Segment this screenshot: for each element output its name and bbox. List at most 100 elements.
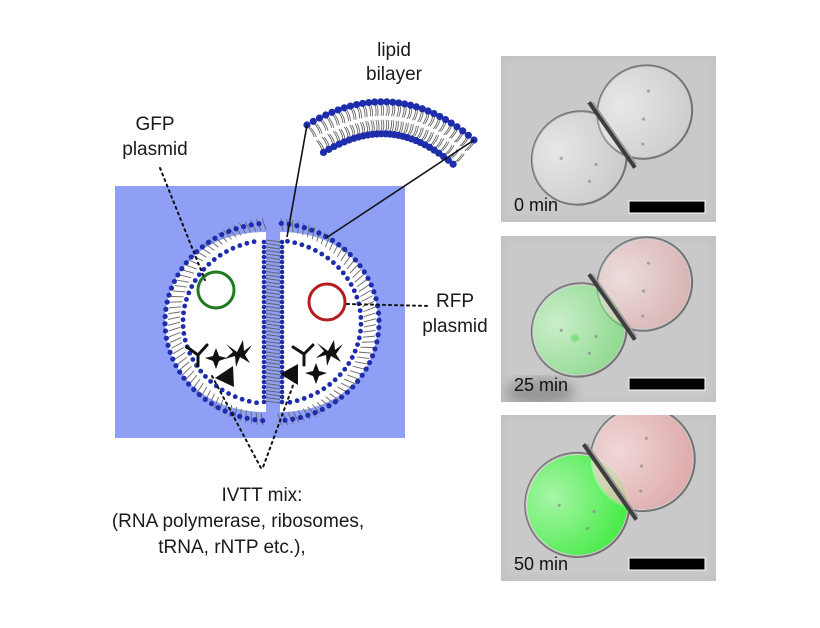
- time-label: 0 min: [514, 195, 558, 215]
- lipid-head: [290, 417, 295, 422]
- lipid-head: [376, 318, 381, 323]
- lipid-head: [306, 245, 311, 250]
- rfp-label: RFP: [436, 291, 474, 312]
- lipid-tail: [451, 129, 457, 138]
- lipid-head: [298, 415, 303, 420]
- lipid-head: [233, 394, 238, 399]
- lipid-head: [280, 255, 285, 260]
- lipid-head: [247, 399, 252, 404]
- lipid-head: [282, 418, 287, 423]
- lipid-head: [360, 373, 365, 378]
- lipid-head: [262, 345, 267, 350]
- lipid-head: [364, 366, 369, 371]
- lipid-head: [181, 317, 186, 322]
- microscopy-panel: [501, 387, 716, 581]
- lipid-tail: [369, 106, 371, 117]
- lipid-tail: [386, 120, 387, 131]
- lipid-head: [168, 350, 173, 355]
- lipid-head: [189, 254, 194, 259]
- lipid-tail: [407, 108, 410, 119]
- lipid-tail: [333, 115, 337, 125]
- scale-bar-icon: [629, 558, 705, 570]
- ivtt-components-label: tRNA, rNTP etc.),: [158, 537, 305, 558]
- lipid-tail: [321, 121, 326, 131]
- lipid-head: [197, 272, 202, 277]
- lipid-head: [262, 380, 267, 385]
- lipid-head: [313, 410, 318, 415]
- lipid-tail: [371, 120, 373, 131]
- lipid-head: [355, 379, 360, 384]
- lipid-head: [219, 232, 224, 237]
- lipid-head: [208, 379, 213, 384]
- lipid-tail: [373, 120, 375, 131]
- lipid-head: [181, 310, 186, 315]
- lipid-head: [165, 299, 170, 304]
- lipid-head: [162, 321, 167, 326]
- lipid-head: [244, 241, 249, 246]
- lipid-head: [280, 355, 285, 360]
- lipid-head: [184, 260, 189, 265]
- lipid-head: [184, 297, 189, 302]
- lipid-tail: [423, 114, 427, 124]
- lipid-head: [354, 295, 359, 300]
- lipid-head: [341, 270, 346, 275]
- lipid-head: [262, 400, 267, 405]
- lipid-tail: [386, 105, 387, 116]
- lipid-head: [376, 325, 381, 330]
- lipid-tail: [383, 105, 384, 116]
- lipid-head: [262, 350, 267, 355]
- lipid-head: [320, 407, 325, 412]
- lipid-tail: [333, 131, 338, 141]
- lipid-head: [353, 349, 358, 354]
- lipid-tail: [366, 121, 368, 132]
- lipid-head: [179, 266, 184, 271]
- lipid-tail: [399, 106, 401, 117]
- lipid-tail: [357, 108, 359, 119]
- lipid-head: [348, 252, 353, 257]
- lipid-head: [355, 342, 360, 347]
- lipid-head: [309, 393, 314, 398]
- lipid-head: [376, 310, 381, 315]
- lipid-head: [341, 104, 348, 111]
- lipid-head: [262, 245, 267, 250]
- lipid-tail: [393, 105, 394, 116]
- lipid-head: [336, 242, 341, 247]
- lipid-head: [352, 288, 357, 293]
- lipid-tail: [390, 120, 391, 131]
- lipid-tail: [404, 123, 407, 134]
- lipid-head: [175, 272, 180, 277]
- lipid-tail: [397, 121, 399, 132]
- lipid-head: [262, 310, 267, 315]
- lipid-head: [262, 240, 267, 245]
- lipid-head: [349, 282, 354, 287]
- lipid-head: [372, 346, 377, 351]
- lipid-head: [359, 322, 364, 327]
- lipid-head: [280, 350, 285, 355]
- lipid-head: [370, 353, 375, 358]
- lipid-head: [315, 390, 320, 395]
- lipid-head: [459, 127, 466, 134]
- lipid-head: [353, 101, 360, 108]
- lipid-head: [280, 340, 285, 345]
- lipid-head: [450, 161, 457, 168]
- lipid-head: [262, 370, 267, 375]
- lipid-tail: [443, 142, 449, 151]
- lipid-head: [177, 369, 182, 374]
- lipid-head: [170, 356, 175, 361]
- lipid-head: [262, 290, 267, 295]
- lipid-bilayer-inset: [303, 98, 477, 168]
- lipid-head: [181, 324, 186, 329]
- rfp-plasmid-label: plasmid: [422, 316, 487, 337]
- lipid-head: [262, 305, 267, 310]
- lipid-head: [252, 239, 257, 244]
- lipid-head: [262, 335, 267, 340]
- lipid-head: [262, 390, 267, 395]
- lipid-head: [319, 252, 324, 257]
- time-label: 25 min: [514, 375, 568, 395]
- lipid-tail: [383, 120, 384, 131]
- lipid-tail: [433, 119, 438, 129]
- lipid-tail: [381, 105, 382, 116]
- lipid-head: [299, 242, 304, 247]
- lipid-head: [465, 132, 472, 139]
